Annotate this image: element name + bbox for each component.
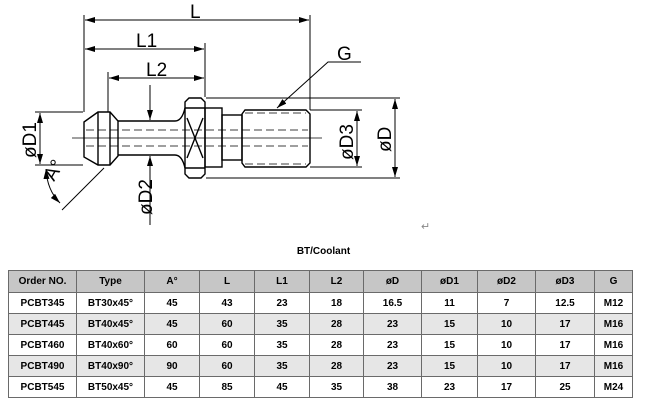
- table-cell: 23: [363, 313, 422, 335]
- table-cell: 23: [254, 292, 310, 314]
- label-L1: L1: [136, 31, 157, 52]
- col-header: G: [594, 270, 633, 293]
- table-cell: 12.5: [535, 292, 595, 314]
- table-cell: 10: [477, 355, 536, 377]
- table-cell: 60: [199, 334, 255, 356]
- table-cell: BT50x45°: [76, 376, 145, 398]
- col-header: Order NO.: [8, 270, 77, 293]
- table-cell: PCBT345: [8, 292, 77, 314]
- table-cell: 60: [199, 355, 255, 377]
- col-header: A°: [144, 270, 200, 293]
- spec-table: Order NO. Type A° L L1 L2 øD øD1 øD2 øD3…: [8, 270, 633, 398]
- table-cell: 60: [199, 313, 255, 335]
- dim-A-arc: [43, 168, 61, 204]
- table-cell: 17: [477, 376, 536, 398]
- label-D1: øD1: [20, 122, 41, 158]
- return-mark: ↵: [421, 221, 431, 233]
- label-L2: L2: [146, 60, 167, 81]
- table-cell: 38: [363, 376, 422, 398]
- table-cell: 11: [421, 292, 478, 314]
- table-cell: PCBT545: [8, 376, 77, 398]
- table-title: BT/Coolant: [296, 246, 351, 257]
- table-cell: 43: [199, 292, 255, 314]
- table-cell: BT40x90°: [76, 355, 145, 377]
- table-cell: 45: [144, 313, 200, 335]
- table-cell: PCBT445: [8, 313, 77, 335]
- table-cell: 10: [477, 313, 536, 335]
- table-cell: 23: [421, 376, 478, 398]
- table-cell: 25: [535, 376, 595, 398]
- table-cell: M16: [594, 334, 633, 356]
- table-cell: 28: [309, 313, 364, 335]
- col-header: øD3: [535, 270, 595, 293]
- table-cell: 17: [535, 313, 595, 335]
- table-cell: 7: [477, 292, 536, 314]
- table-cell: PCBT490: [8, 355, 77, 377]
- table-cell: M16: [594, 355, 633, 377]
- table-cell: 35: [309, 376, 364, 398]
- table-cell: 85: [199, 376, 255, 398]
- table-cell: 28: [309, 334, 364, 356]
- table-cell: 90: [144, 355, 200, 377]
- col-header: L: [199, 270, 255, 293]
- table-cell: BT30x45°: [76, 292, 145, 314]
- table-cell: 23: [363, 355, 422, 377]
- table-cell: 10: [477, 334, 536, 356]
- table-cell: 45: [144, 292, 200, 314]
- table-cell: 45: [144, 376, 200, 398]
- col-header: L2: [309, 270, 364, 293]
- table-cell: 16.5: [363, 292, 422, 314]
- table-cell: BT40x60°: [76, 334, 145, 356]
- label-D2: øD2: [136, 179, 157, 215]
- label-D: øD: [375, 127, 396, 152]
- table-cell: 35: [254, 313, 310, 335]
- dim-G-leader: [276, 61, 361, 109]
- col-header: L1: [254, 270, 310, 293]
- label-D3: øD3: [337, 124, 358, 160]
- table-cell: 17: [535, 355, 595, 377]
- table-cell: 15: [421, 334, 478, 356]
- label-L: L: [190, 2, 201, 23]
- col-header: øD: [363, 270, 422, 293]
- table-cell: 35: [254, 334, 310, 356]
- table-cell: M12: [594, 292, 633, 314]
- table-cell: M16: [594, 313, 633, 335]
- col-header: Type: [76, 270, 145, 293]
- table-cell: 35: [254, 355, 310, 377]
- table-cell: BT40x45°: [76, 313, 145, 335]
- label-A: A°: [40, 156, 68, 184]
- table-cell: 28: [309, 355, 364, 377]
- table-header-row: Order NO. Type A° L L1 L2 øD øD1 øD2 øD3…: [8, 270, 633, 293]
- table-cell: 45: [254, 376, 310, 398]
- table-cell: 15: [421, 313, 478, 335]
- label-G: G: [337, 44, 352, 65]
- pull-stud-drawing: L L1 L2 G øD1 øD2 øD3 øD A°: [20, 2, 400, 225]
- col-header: øD1: [421, 270, 478, 293]
- table-cell: PCBT460: [8, 334, 77, 356]
- table-cell: 60: [144, 334, 200, 356]
- table-cell: 15: [421, 355, 478, 377]
- col-header: øD2: [477, 270, 536, 293]
- table-cell: 23: [363, 334, 422, 356]
- table-cell: M24: [594, 376, 633, 398]
- table-cell: 17: [535, 334, 595, 356]
- table-cell: 18: [309, 292, 364, 314]
